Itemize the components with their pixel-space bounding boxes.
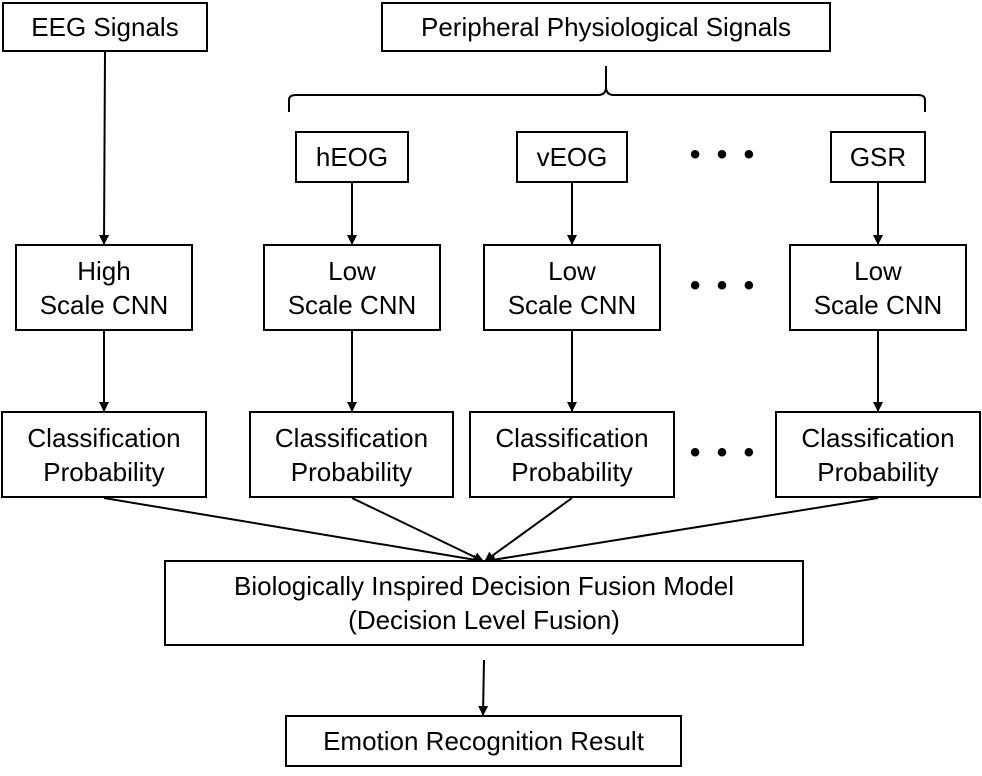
arrow-class-4-to-fusion (485, 497, 879, 565)
eeg-signals-box: EEG Signals (2, 2, 208, 52)
classification-probability-box-3: Classification Probability (469, 411, 675, 498)
heog-label: hEOG (315, 142, 389, 172)
classification-probability-label-1: Classification Probability (27, 422, 181, 487)
low-scale-cnn-box-2: Low Scale CNN (483, 244, 661, 331)
emotion-recognition-result-label: Emotion Recognition Result (323, 726, 644, 756)
eeg-signals-label: EEG Signals (31, 12, 179, 42)
low-scale-cnn-box-3: Low Scale CNN (789, 244, 967, 331)
high-scale-cnn-label: High Scale CNN (39, 255, 169, 320)
gsr-label: GSR (849, 142, 907, 172)
classification-probability-label-4: Classification Probability (801, 422, 955, 487)
classification-probability-box-2: Classification Probability (249, 411, 454, 498)
veog-label: vEOG (536, 142, 608, 172)
classification-probability-label-2: Classification Probability (274, 422, 429, 487)
classification-probability-box-4: Classification Probability (775, 411, 981, 498)
heog-box: hEOG (295, 131, 409, 183)
decision-fusion-model-label: Biologically Inspired Decision Fusion Mo… (233, 571, 735, 635)
low-scale-cnn-label-1: Low Scale CNN (287, 255, 417, 320)
peripheral-brace (288, 66, 926, 112)
ellipsis-classification: • • • (689, 436, 759, 469)
ellipsis-cnn: • • • (689, 269, 759, 302)
peripheral-signals-box: Peripheral Physiological Signals (381, 2, 831, 52)
classification-probability-label-3: Classification Probability (495, 422, 649, 487)
arrow-eeg-to-high-cnn (99, 51, 110, 245)
gsr-box: GSR (830, 131, 926, 183)
low-scale-cnn-label-2: Low Scale CNN (507, 255, 637, 320)
arrow-class-2-to-fusion (351, 497, 484, 562)
veog-box: vEOG (516, 131, 628, 183)
low-scale-cnn-label-3: Low Scale CNN (813, 255, 943, 320)
high-scale-cnn-box: High Scale CNN (15, 244, 193, 331)
classification-probability-box-1: Classification Probability (1, 411, 207, 498)
emotion-recognition-result-box: Emotion Recognition Result (285, 715, 682, 767)
decision-fusion-model-box: Biologically Inspired Decision Fusion Mo… (164, 560, 804, 646)
arrow-fusion-to-result (478, 659, 489, 716)
arrow-class-3-to-fusion (484, 497, 573, 562)
arrow-class-1-to-fusion (103, 497, 483, 565)
peripheral-signals-label: Peripheral Physiological Signals (421, 12, 791, 42)
ellipsis-signals: • • • (689, 138, 759, 171)
low-scale-cnn-box-1: Low Scale CNN (263, 244, 441, 331)
